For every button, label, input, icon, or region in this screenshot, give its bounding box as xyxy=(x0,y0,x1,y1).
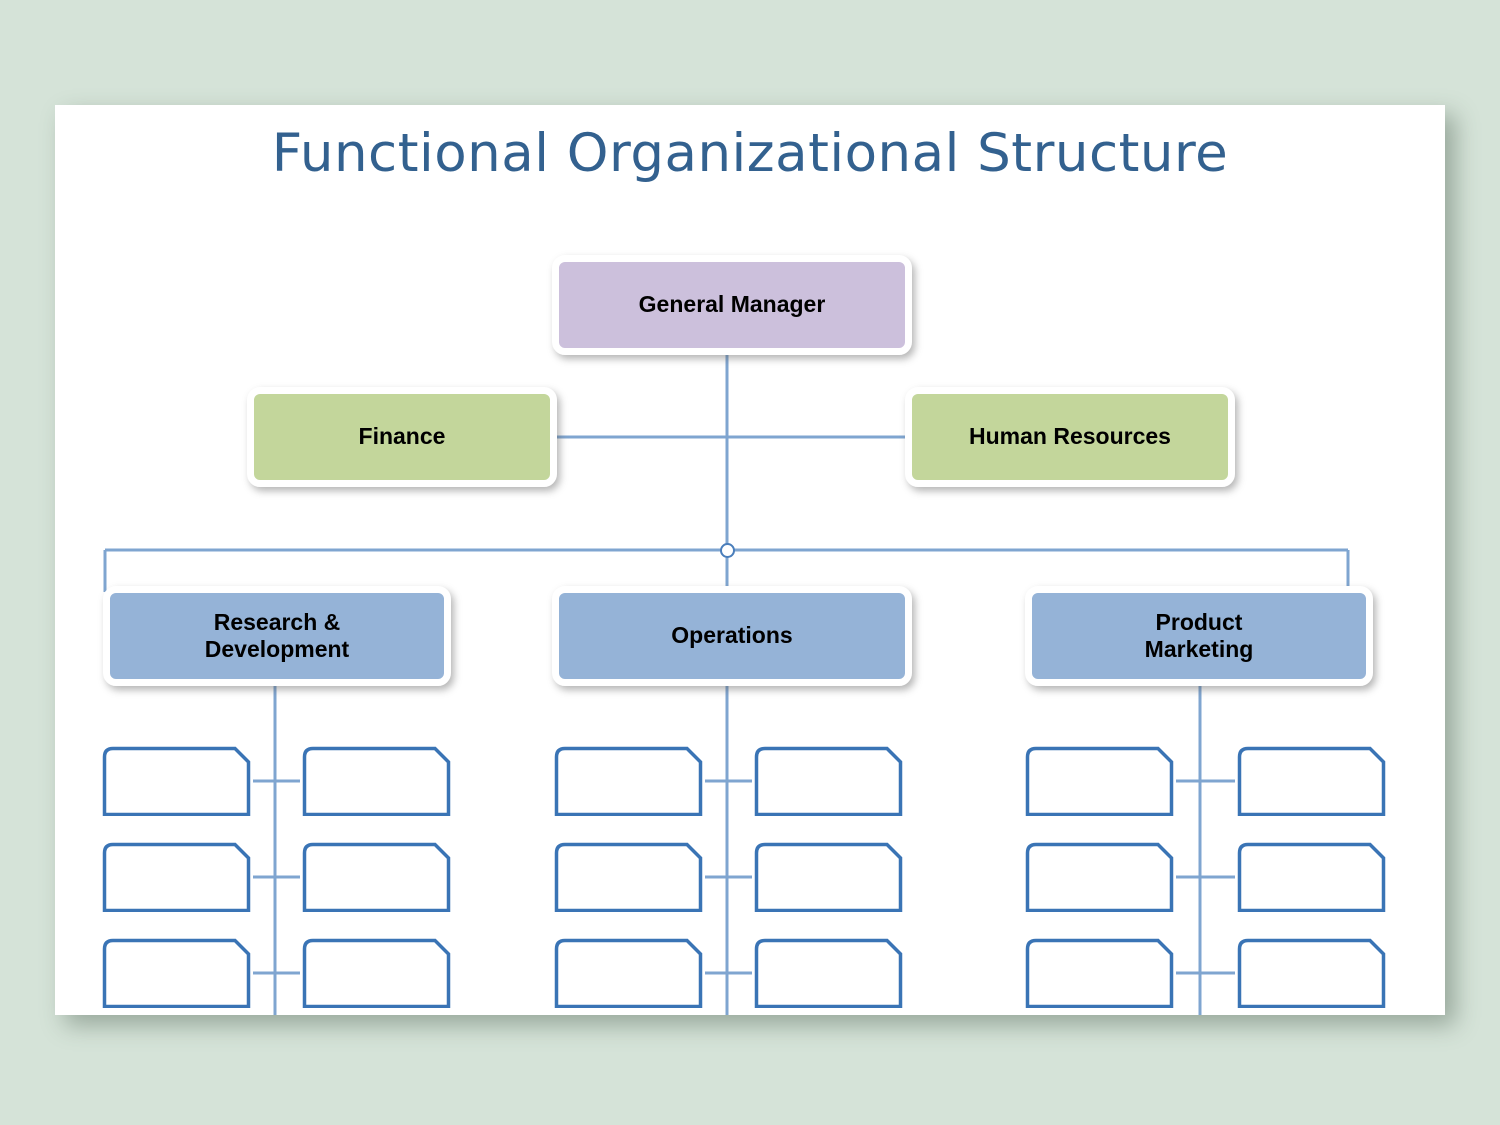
leaf-box-ops-2[interactable] xyxy=(752,744,905,816)
leaf-box-pm-1[interactable] xyxy=(1023,744,1176,816)
leaf-box-ops-5[interactable] xyxy=(552,936,705,1008)
page-title: Functional Organizational Structure xyxy=(271,123,1229,184)
leaf-box-rd-1[interactable] xyxy=(100,744,253,816)
node-product-marketing[interactable]: Product Marketing xyxy=(1025,586,1373,686)
leaf-box-rd-3[interactable] xyxy=(100,840,253,912)
leaf-box-rd-4[interactable] xyxy=(300,840,453,912)
node-operations-label: Operations xyxy=(671,622,793,649)
node-general-manager[interactable]: General Manager xyxy=(552,255,912,355)
leaf-box-pm-3[interactable] xyxy=(1023,840,1176,912)
leaf-box-pm-6[interactable] xyxy=(1235,936,1388,1008)
node-research-development[interactable]: Research & Development xyxy=(103,586,451,686)
node-general-manager-label: General Manager xyxy=(638,291,826,318)
node-research-development-label-line2: Development xyxy=(204,636,350,662)
node-operations[interactable]: Operations xyxy=(552,586,912,686)
leaf-box-pm-5[interactable] xyxy=(1023,936,1176,1008)
connector-junction-dot xyxy=(720,543,735,558)
leaf-box-rd-2[interactable] xyxy=(300,744,453,816)
leaf-box-ops-1[interactable] xyxy=(552,744,705,816)
node-product-marketing-label-line2: Marketing xyxy=(1144,636,1254,662)
node-product-marketing-label-line1: Product xyxy=(1155,608,1243,635)
slide-canvas: Functional Organizational Structure xyxy=(55,105,1445,1015)
leaf-box-rd-6[interactable] xyxy=(300,936,453,1008)
leaf-box-pm-4[interactable] xyxy=(1235,840,1388,912)
node-finance[interactable]: Finance xyxy=(247,387,557,487)
node-human-resources-label: Human Resources xyxy=(969,423,1171,450)
leaf-box-ops-3[interactable] xyxy=(552,840,705,912)
leaf-box-ops-6[interactable] xyxy=(752,936,905,1008)
node-finance-label: Finance xyxy=(358,423,446,450)
leaf-box-pm-2[interactable] xyxy=(1235,744,1388,816)
leaf-box-ops-4[interactable] xyxy=(752,840,905,912)
node-research-development-label-line1: Research & xyxy=(213,608,341,635)
node-human-resources[interactable]: Human Resources xyxy=(905,387,1235,487)
leaf-box-rd-5[interactable] xyxy=(100,936,253,1008)
